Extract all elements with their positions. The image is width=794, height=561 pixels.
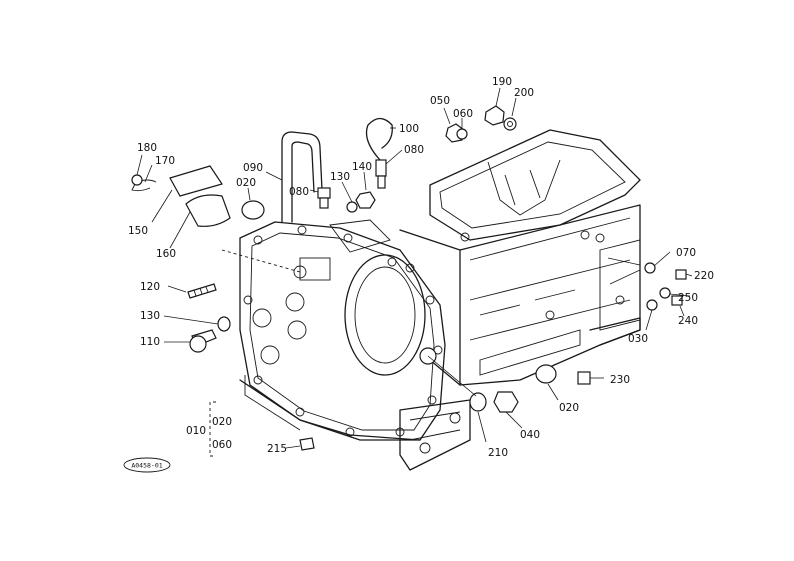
label-220: 220 (694, 270, 714, 282)
label-150: 150 (128, 225, 148, 237)
label-070: 070 (676, 247, 696, 259)
drawing-code-badge: A0458-01 (123, 457, 171, 473)
label-250: 250 (678, 292, 698, 304)
label-215: 215 (267, 443, 287, 455)
label-170: 170 (155, 155, 175, 167)
label-120: 120 (140, 281, 160, 293)
label-010: 010 (186, 425, 206, 437)
label-020-bottom: 020 (559, 402, 579, 414)
label-050: 050 (430, 95, 450, 107)
drawing-code: A0458-01 (131, 462, 162, 470)
label-190: 190 (492, 76, 512, 88)
label-160: 160 (156, 248, 176, 260)
transmission-case (221, 129, 641, 471)
label-240: 240 (678, 315, 698, 327)
label-200: 200 (514, 87, 534, 99)
label-080-right: 080 (404, 144, 424, 156)
label-040: 040 (520, 429, 540, 441)
label-030: 030 (628, 333, 648, 345)
label-090: 090 (243, 162, 263, 174)
label-140: 140 (352, 161, 372, 173)
label-130-left: 130 (140, 310, 160, 322)
label-110: 110 (140, 336, 160, 348)
label-210: 210 (488, 447, 508, 459)
label-020-top: 020 (236, 177, 256, 189)
label-100: 100 (399, 123, 419, 135)
label-060-bracket: 060 (212, 439, 232, 451)
leader-lines (136, 87, 693, 457)
label-060-top: 060 (453, 108, 473, 120)
label-130-top: 130 (330, 171, 350, 183)
label-180: 180 (137, 142, 157, 154)
part-labels: 180 170 150 160 090 020 080 130 140 080 … (128, 76, 714, 459)
label-020-bracket: 020 (212, 416, 232, 428)
loose-parts (131, 105, 687, 451)
label-230: 230 (610, 374, 630, 386)
label-080-left: 080 (289, 186, 309, 198)
